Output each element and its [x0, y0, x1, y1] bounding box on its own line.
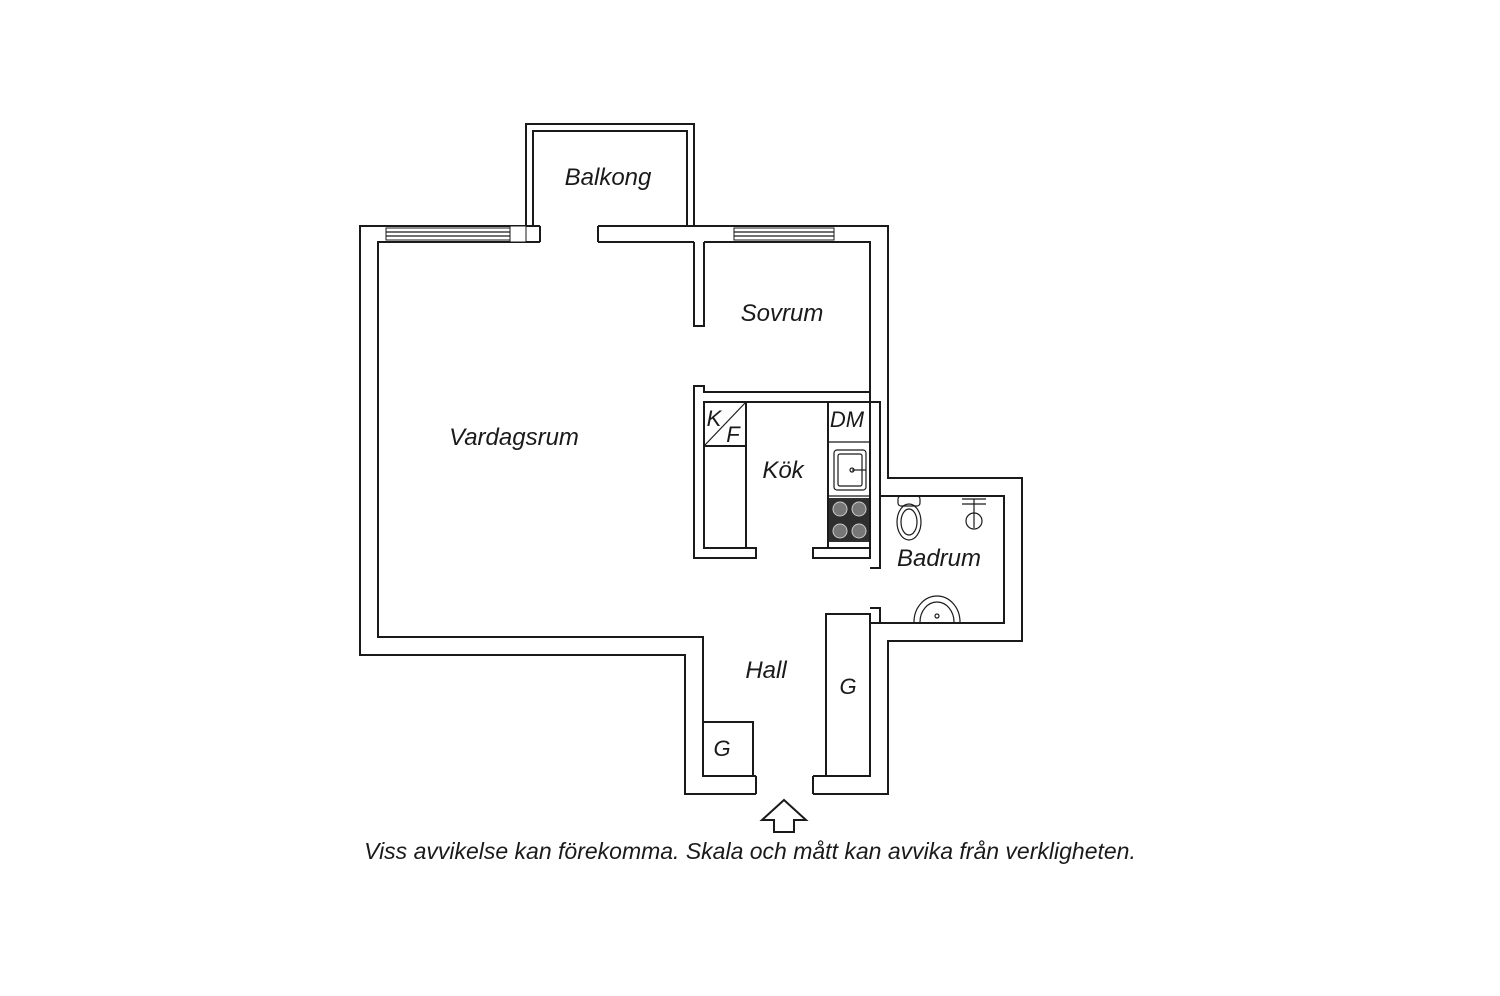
- shower-icon: [962, 498, 986, 530]
- stove-icon: [829, 498, 869, 542]
- room-label-balcony: Balkong: [565, 164, 652, 191]
- fixture-label-dm: DM: [830, 407, 865, 432]
- sink-icon: [913, 595, 961, 623]
- entrance-arrow-icon: [759, 798, 809, 833]
- fixture-label-f: F: [726, 422, 741, 447]
- window-living: [385, 227, 511, 241]
- wardrobe-hall-right: [825, 613, 871, 777]
- window-bedroom: [733, 227, 835, 241]
- room-label-bathroom: Badrum: [897, 545, 981, 572]
- toilet-icon: [896, 495, 922, 541]
- room-label-kitchen: Kök: [762, 457, 805, 484]
- balcony-door-frame: [509, 225, 527, 243]
- fixture-label-k: K: [707, 406, 723, 431]
- kitchen-counter-left: [703, 445, 747, 549]
- fixture-label-wardrobe-left: G: [713, 736, 730, 761]
- wardrobe-hall-left: [702, 721, 754, 777]
- disclaimer-text: Viss avvikelse kan förekomma. Skala och …: [364, 838, 1136, 864]
- balcony-railing: [525, 123, 695, 226]
- kitchen-sink-icon: [833, 449, 867, 491]
- fixture-label-wardrobe-right: G: [839, 674, 856, 699]
- room-label-hall: Hall: [745, 657, 787, 684]
- room-label-bedroom: Sovrum: [741, 300, 824, 327]
- room-label-living: Vardagsrum: [449, 424, 579, 451]
- kitchen-counter-right: [827, 401, 871, 549]
- outer-walls: [359, 225, 1023, 795]
